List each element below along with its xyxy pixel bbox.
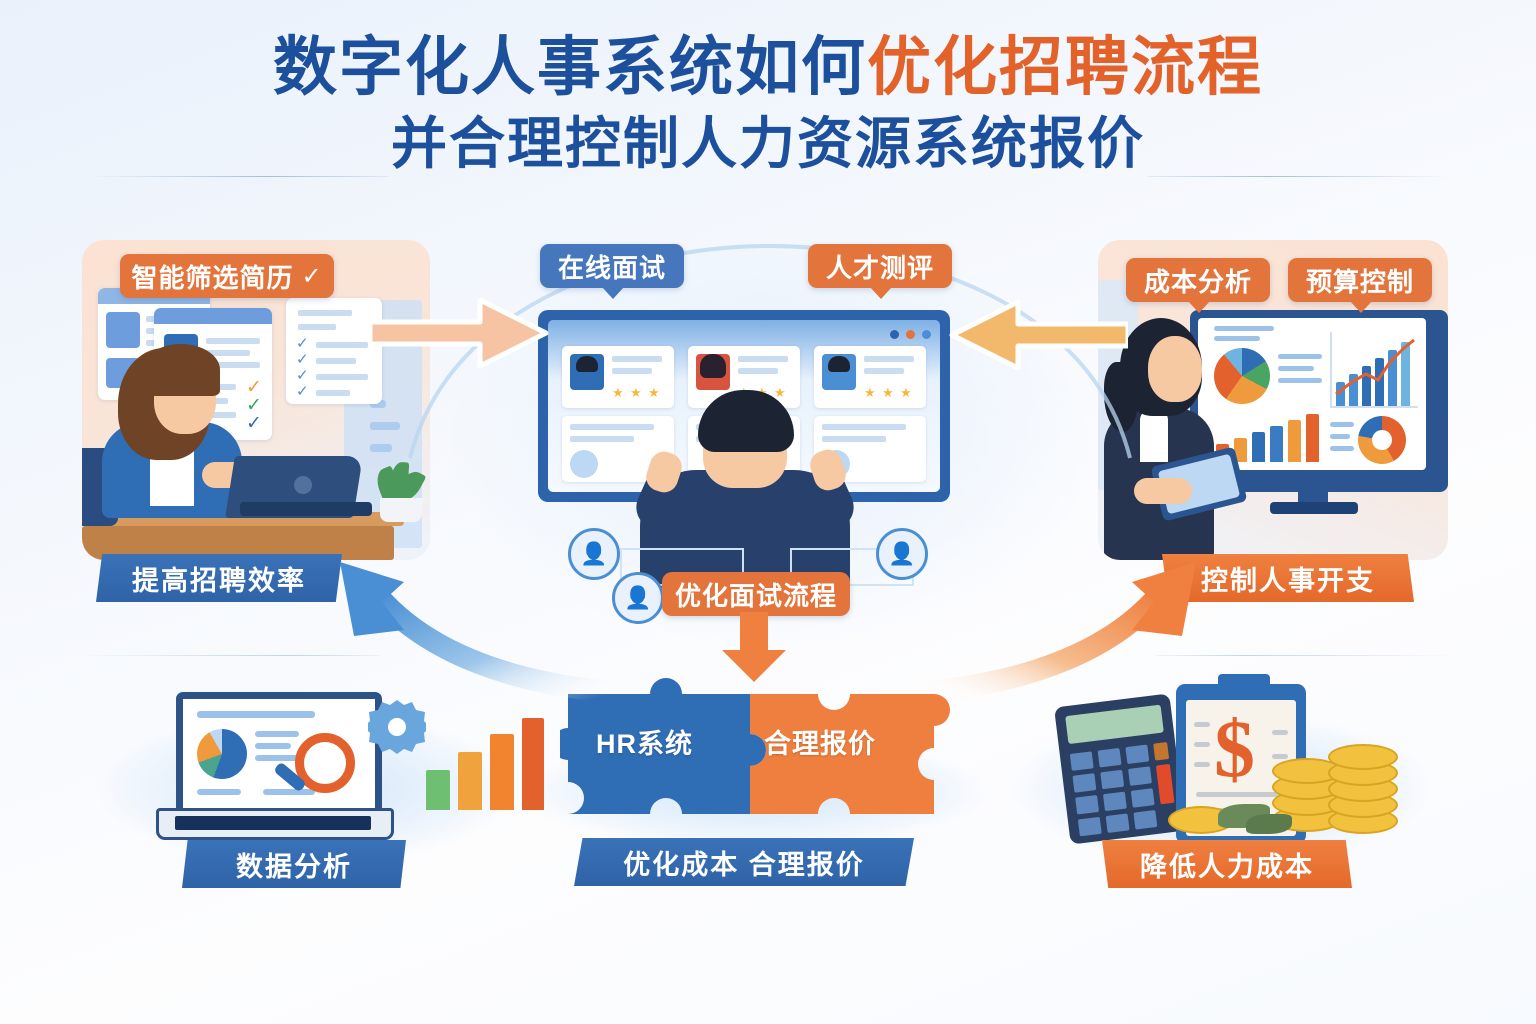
curved-arrow-blue-up-left [340, 562, 620, 700]
dashboard-screen [1198, 318, 1426, 470]
arrow-down-orange [722, 612, 786, 682]
ribbon-label: 优化成本 合理报价 [623, 849, 865, 880]
check-icon: ✓ [246, 395, 262, 416]
ribbon-reduce-labor-cost[interactable]: 降低人力成本 [1102, 840, 1352, 888]
check-icon: ✓ [301, 262, 323, 290]
dollar-symbol: $ [1214, 703, 1255, 794]
candidate-card[interactable] [562, 416, 674, 482]
leaf-icon [1246, 814, 1292, 834]
bar-chart-icon [426, 718, 544, 810]
title-divider-left [88, 176, 388, 177]
badge-pointer [602, 287, 624, 299]
badge-cost-analysis[interactable]: 成本分析 [1126, 258, 1270, 313]
ribbon-control-hr-expenses[interactable]: 控制人事开支 [1162, 554, 1414, 602]
badge-label: 优化面试流程 [674, 580, 837, 611]
puzzle-label-fair-pricing: 合理报价 [764, 729, 876, 759]
badge-smart-resume-screening[interactable]: 智能筛选简历 ✓ [120, 254, 334, 298]
badge-label: 智能筛选简历 [131, 262, 294, 293]
interviewer-hair [698, 390, 794, 452]
rating-star: ★ [864, 385, 876, 400]
section-divider-left [80, 655, 380, 656]
pie-chart-icon [197, 729, 247, 779]
arrow-right-peach [370, 297, 549, 369]
check-icon: ✓ [246, 377, 262, 398]
badge-talent-assessment[interactable]: 人才测评 [808, 244, 952, 299]
ribbon-label: 提高招聘效率 [132, 565, 306, 596]
window-dot [906, 330, 915, 339]
ribbon-label: 降低人力成本 [1140, 851, 1314, 882]
left-panel-recruiting: ✓ ✓ ✓ ✓ ✓ ✓ ✓ [82, 240, 430, 560]
analytics-laptop [176, 692, 382, 826]
badge-online-interview[interactable]: 在线面试 [540, 244, 684, 299]
badge-label: 预算控制 [1305, 266, 1414, 297]
ribbon-data-analysis[interactable]: 数据分析 [182, 840, 406, 888]
candidate-card[interactable]: ★ ★ ★ [814, 346, 926, 408]
ribbon-optimize-cost-fair-price[interactable]: 优化成本 合理报价 [574, 838, 914, 886]
rating-star: ★ [882, 385, 894, 400]
checklist-card: ✓ ✓ ✓ ✓ [286, 298, 382, 404]
badge-pointer [1350, 301, 1372, 313]
badge-pointer [1188, 301, 1210, 313]
check-icon: ✓ [296, 335, 309, 352]
badge-pointer [870, 287, 892, 299]
check-icon: ✓ [246, 413, 262, 434]
badge-label: 成本分析 [1143, 266, 1252, 297]
puzzle-hr-pricing [560, 678, 950, 814]
badge-label: 人才测评 [825, 252, 934, 283]
window-dot [922, 330, 931, 339]
check-icon: ✓ [296, 367, 309, 384]
arrow-left-orange [949, 299, 1128, 371]
user-node-icon: 👤 [568, 528, 620, 580]
ribbon-improve-recruiting-efficiency[interactable]: 提高招聘效率 [96, 554, 342, 602]
magnifier-icon [295, 733, 355, 793]
badge-label: 在线面试 [557, 252, 666, 283]
title-orange-text: 优化招聘流程 [867, 31, 1263, 103]
ribbon-label: 数据分析 [236, 851, 352, 882]
donut-chart [1358, 416, 1406, 464]
badge-optimize-interview-process[interactable]: 优化面试流程 [662, 572, 850, 616]
puzzle-label-hr-system: HR系统 [596, 729, 693, 759]
window-dot [890, 330, 899, 339]
curved-arrow-orange-up-right [916, 562, 1196, 700]
rating-star: ★ [648, 385, 660, 400]
check-icon: ✓ [296, 383, 309, 400]
calculator-icon [1054, 693, 1186, 845]
title-line-1: 数字化人事系统如何优化招聘流程 [0, 30, 1536, 106]
rating-star: ★ [900, 385, 912, 400]
user-node-icon: 👤 [876, 528, 928, 580]
gear-icon [368, 700, 426, 754]
page-title: 数字化人事系统如何优化招聘流程 并合理控制人力资源系统报价 [0, 30, 1536, 177]
check-icon: ✓ [296, 351, 309, 368]
ribbon-label: 控制人事开支 [1201, 565, 1375, 596]
pie-chart [1214, 348, 1270, 404]
candidate-card[interactable]: ★ ★ ★ [562, 346, 674, 408]
column-chart [1216, 414, 1322, 462]
coin-stack-icon [1328, 740, 1398, 834]
title-blue-text: 数字化人事系统如何 [273, 31, 867, 103]
laptop-base [156, 808, 394, 840]
rating-star: ★ [630, 385, 642, 400]
rating-star: ★ [774, 385, 786, 400]
title-line-2: 并合理控制人力资源系统报价 [391, 111, 1145, 175]
badge-budget-control[interactable]: 预算控制 [1288, 258, 1432, 313]
rating-star: ★ [612, 385, 624, 400]
bar-line-chart [1330, 332, 1418, 408]
